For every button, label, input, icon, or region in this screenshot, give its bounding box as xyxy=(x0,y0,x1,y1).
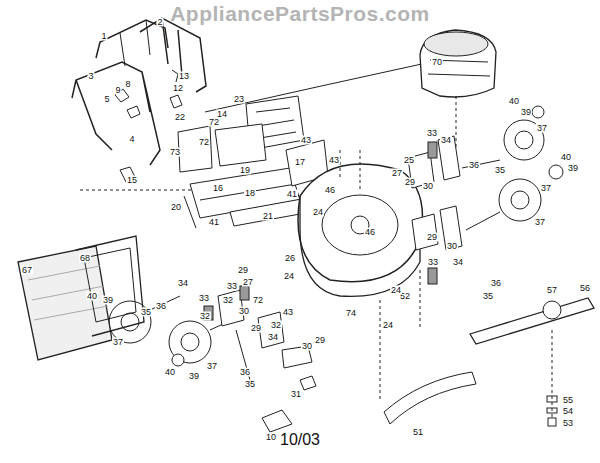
callout-number: 30 xyxy=(301,342,313,351)
callout-number: 70 xyxy=(431,58,443,67)
callout-number: 12 xyxy=(172,84,184,93)
callout-number: 43 xyxy=(300,136,312,145)
callout-number: 74 xyxy=(345,309,357,318)
callout-number: 21 xyxy=(262,212,274,221)
callout-number: 32 xyxy=(199,312,211,321)
callout-number: 22 xyxy=(174,113,186,122)
callout-number: 27 xyxy=(391,169,403,178)
callout-number: 39 xyxy=(567,164,579,173)
callout-number: 19 xyxy=(239,166,251,175)
watermark: AppliancePartsPros.com xyxy=(169,3,431,25)
callout-number: 20 xyxy=(170,203,182,212)
callout-number: 30 xyxy=(446,242,458,251)
callout-number: 15 xyxy=(126,176,138,185)
callout-number: 13 xyxy=(178,72,190,81)
callout-number: 34 xyxy=(267,333,279,342)
callout-number: 18 xyxy=(244,189,256,198)
callout-number: 30 xyxy=(238,307,250,316)
callout-number: 26 xyxy=(284,254,296,263)
callout-number: 37 xyxy=(540,184,552,193)
callout-number: 43 xyxy=(328,156,340,165)
callout-number: 37 xyxy=(536,124,548,133)
callout-number: 40 xyxy=(508,97,520,106)
callout-number: 33 xyxy=(226,282,238,291)
callout-number: 54 xyxy=(562,407,574,416)
callout-number: 40 xyxy=(164,368,176,377)
callout-number: 55 xyxy=(562,396,574,405)
callout-number: 35 xyxy=(140,308,152,317)
callout-number: 43 xyxy=(282,308,294,317)
callout-number: 4 xyxy=(128,135,135,144)
callout-number: 40 xyxy=(560,153,572,162)
callout-number: 39 xyxy=(188,372,200,381)
callout-number: 29 xyxy=(250,324,262,333)
callout-number: 56 xyxy=(579,284,591,293)
callout-number: 17 xyxy=(294,158,306,167)
callout-number: 29 xyxy=(426,233,438,242)
callout-number: 36 xyxy=(239,368,251,377)
callout-number: 10 xyxy=(265,433,277,442)
callout-number: 24 xyxy=(390,286,402,295)
callout-number: 39 xyxy=(520,108,532,117)
callout-number: 36 xyxy=(155,302,167,311)
callout-number: 72 xyxy=(198,138,210,147)
callout-number: 34 xyxy=(452,258,464,267)
callout-number: 34 xyxy=(440,136,452,145)
callout-number: 68 xyxy=(79,254,91,263)
diagram-date: 10/03 xyxy=(280,431,320,449)
callout-number: 24 xyxy=(382,321,394,330)
callout-number: 72 xyxy=(208,118,220,127)
callout-number: 27 xyxy=(242,278,254,287)
callout-number: 29 xyxy=(314,336,326,345)
callout-number: 32 xyxy=(270,321,282,330)
callout-number: 35 xyxy=(482,292,494,301)
callout-number: 36 xyxy=(490,279,502,288)
callout-number: 35 xyxy=(244,380,256,389)
callout-number: 5 xyxy=(103,95,110,104)
callout-number: 24 xyxy=(283,272,295,281)
callout-number: 53 xyxy=(562,419,574,428)
callout-number: 30 xyxy=(422,182,434,191)
callout-number: 41 xyxy=(286,190,298,199)
callout-number: 51 xyxy=(412,428,424,437)
callout-number: 73 xyxy=(169,148,181,157)
callout-number: 46 xyxy=(324,186,336,195)
callout-number: 67 xyxy=(21,266,33,275)
callout-number: 72 xyxy=(252,296,264,305)
callout-number: 39 xyxy=(102,296,114,305)
callout-number: 32 xyxy=(222,296,234,305)
callout-number: 16 xyxy=(212,184,224,193)
callout-number: 37 xyxy=(112,338,124,347)
callout-number: 8 xyxy=(124,80,131,89)
callout-number: 37 xyxy=(206,362,218,371)
callout-number: 41 xyxy=(208,218,220,227)
callout-number: 3 xyxy=(87,72,94,81)
callout-number: 33 xyxy=(198,294,210,303)
callout-number: 40 xyxy=(86,292,98,301)
callout-number: 29 xyxy=(404,178,416,187)
callout-number: 25 xyxy=(403,156,415,165)
callout-number: 2 xyxy=(156,18,163,27)
callout-number: 46 xyxy=(364,228,376,237)
callout-number: 29 xyxy=(237,266,249,275)
callout-number: 33 xyxy=(427,258,439,267)
callout-number: 23 xyxy=(233,95,245,104)
callout-number: 1 xyxy=(100,32,107,41)
callout-number: 9 xyxy=(114,86,121,95)
callout-number: 37 xyxy=(534,218,546,227)
callout-number: 35 xyxy=(494,166,506,175)
callout-number: 57 xyxy=(546,286,558,295)
callout-number: 36 xyxy=(468,161,480,170)
callout-number: 31 xyxy=(290,390,302,399)
callout-number: 34 xyxy=(177,279,189,288)
callout-number: 24 xyxy=(312,208,324,217)
callout-number: 33 xyxy=(426,129,438,138)
